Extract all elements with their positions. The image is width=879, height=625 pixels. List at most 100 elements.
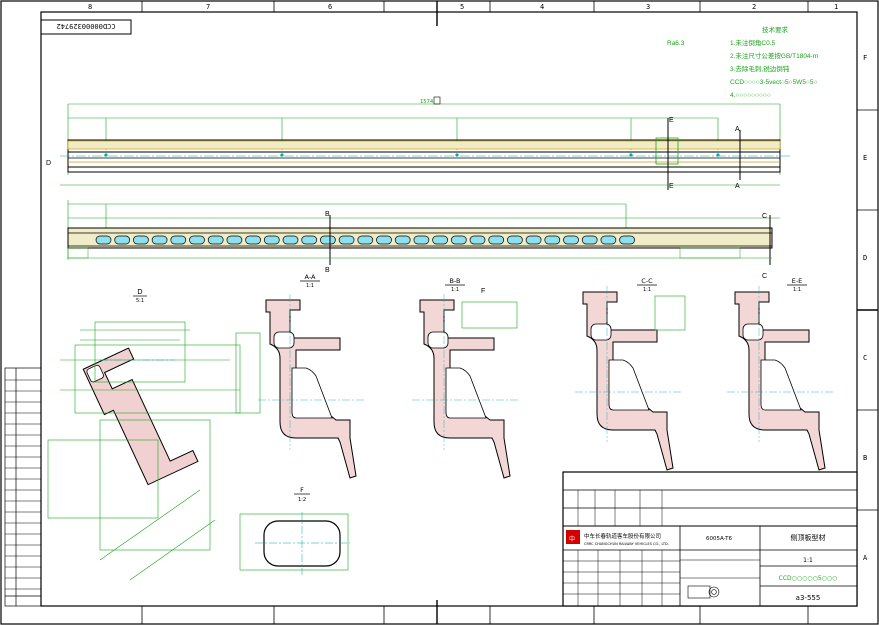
zone-row-d: D [863,254,867,262]
material: 6005A-T6 [706,536,732,542]
slot [301,235,318,245]
slot [394,235,411,245]
ccd-code: CCD○○○○○5○○○ [779,575,838,582]
slot [544,235,561,245]
zone-col-2: 2 [752,3,756,11]
top-zone-markers [141,1,878,624]
slot [357,235,374,245]
detail-f-view: F 1:2 [239,486,350,575]
zone-col-4: 4 [540,3,544,11]
zone-row-b: B [863,454,867,462]
section-aa-title: A-A [305,273,317,281]
zone-col-5: 5 [460,3,464,11]
section-ee-scale: 1:1 [793,287,801,293]
zone-row-e: E [863,154,867,162]
zone-row-a: A [863,554,868,562]
doc-number-box [40,19,132,35]
section-bb-title: B-B [449,277,460,285]
company-name-cn: 中车长春轨道客车股份有限公司 [584,532,661,540]
slot [376,235,392,245]
slot [619,235,635,245]
slot [600,235,617,245]
section-letter-f: F [481,288,485,295]
slot [338,235,355,245]
company-name-en: CRRC CHANGCHUN RAILWAY VEHICLES CO., LTD… [584,542,669,546]
zone-col-7: 7 [206,3,210,11]
zone-col-8: 8 [88,3,92,11]
detail-f-scale: 1:2 [298,497,306,503]
slot [170,235,187,245]
section-letter-b2: B [325,267,330,274]
slot [263,235,280,245]
detail-d-scale: 5:1 [136,298,144,304]
slotted-long-view [67,200,780,265]
section-letter-c2: C [762,273,767,280]
slot [207,235,224,245]
section-letter-a2: A [735,183,740,190]
top-long-view: 1574 [60,96,790,190]
slot [563,235,579,245]
slot [133,235,149,245]
inner-frame [40,11,858,607]
projection-symbol [708,586,720,598]
slot [413,235,430,245]
section-aa: A-A 1:1 [235,273,367,479]
note-line-3: 3.去除毛刺,锐边倒钝 [730,64,790,73]
section-letter-e: E [669,117,674,124]
slot [114,235,131,245]
slot [189,235,205,245]
slot [450,235,467,245]
slot [488,235,505,245]
zone-row-f: F [863,54,867,62]
section-bb: B-B 1:1 [411,277,521,479]
detail-d-view: D 5:1 [47,288,241,581]
detail-d-title: D [137,288,142,296]
section-cc: C-C 1:1 [574,277,686,471]
slot [95,235,112,245]
slot [320,235,336,245]
section-ee: E-E 1:1 [726,277,836,471]
zone-col-6: 6 [328,3,332,11]
section-letter-b: B [325,211,330,218]
slot [432,235,448,245]
zone-labels: 8 7 6 5 4 3 2 1 F E D C B A [88,3,868,562]
note-line-2: 2.未注尺寸公差按GB/T1804-m [730,51,818,60]
section-ee-title: E-E [792,277,803,285]
slot [469,235,486,245]
section-letter-a: A [735,126,740,133]
slot [226,235,243,245]
section-cc-scale: 1:1 [643,287,651,293]
slot [245,235,261,245]
note-line-1: 1.未注倒角C0.5 [730,38,776,47]
slot [282,235,299,245]
roughness-symbol: Ra6.3 [667,40,685,47]
slot [507,235,523,245]
doc-number: CCD00000329742 [56,22,115,30]
section-aa-scale: 1:1 [306,283,314,289]
notes-heading: 技术要求 [762,25,789,34]
scale-value: 1:1 [803,557,813,564]
zone-col-3: 3 [646,3,650,11]
slot [581,235,598,245]
zone-row-c: C [863,354,867,362]
part-name: 侧顶板型材 [791,533,826,542]
note-line-5: 4.○○○○○○○○○ [730,92,771,99]
revision-column [4,367,42,607]
detail-f-title: F [300,486,304,494]
section-letter-e2: E [669,183,674,190]
section-letter-c: C [762,213,767,220]
drawing-number: a3-555 [796,594,821,602]
slot-row [95,235,635,245]
section-cc-title: C-C [641,277,653,285]
slot [525,235,542,245]
section-letters: A A B B C C D E E F [46,117,767,295]
zone-col-1: 1 [834,3,838,11]
section-bb-scale: 1:1 [451,287,459,293]
company-logo [566,530,580,544]
overall-length-label: 1574 [420,99,434,105]
title-block: 中 中车长春轨道客车股份有限公司 CRRC CHANGCHUN RAILWAY … [562,471,858,607]
note-line-4: CCD○○○○3-5vect○5○5W5○5○ [730,79,817,86]
section-letter-d: D [46,160,51,167]
